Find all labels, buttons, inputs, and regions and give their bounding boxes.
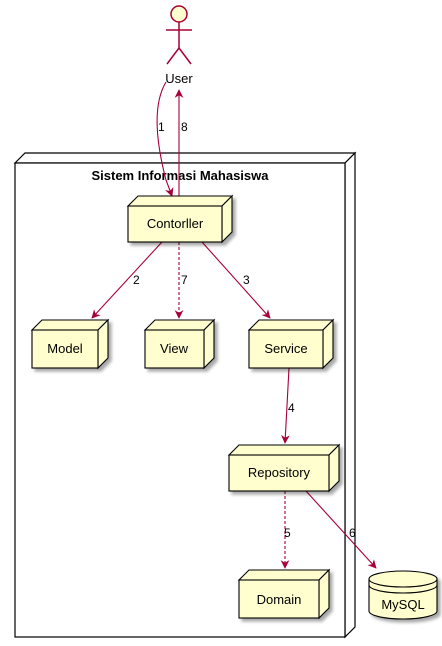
node-repository-label: Repository xyxy=(248,465,311,480)
node-view-label: View xyxy=(160,341,189,356)
stick-figure-icon xyxy=(166,5,192,65)
edge-1 xyxy=(156,81,174,197)
node-controller[interactable] xyxy=(126,194,234,244)
edge-label-7: 7 xyxy=(181,273,188,287)
edge-label-1: 1 xyxy=(158,120,165,134)
edge-label-3: 3 xyxy=(243,273,250,287)
edges xyxy=(91,81,377,569)
edge-label-5: 5 xyxy=(284,526,291,540)
edge-label-6: 6 xyxy=(349,526,356,540)
node-domain[interactable] xyxy=(237,568,331,620)
edge-label-8: 8 xyxy=(181,120,188,134)
node-view[interactable] xyxy=(143,318,216,370)
node-model-label: Model xyxy=(47,341,83,356)
node-domain-label: Domain xyxy=(257,592,302,607)
node-service[interactable] xyxy=(247,318,335,370)
edge-label-4: 4 xyxy=(288,401,295,415)
actor-user[interactable]: User xyxy=(165,5,193,86)
edge-2 xyxy=(91,241,163,319)
node-service-label: Service xyxy=(264,341,307,356)
database-label: MySQL xyxy=(381,597,424,612)
database-cylinder-icon[interactable] xyxy=(368,570,438,620)
edge-4 xyxy=(281,367,290,444)
edge-3 xyxy=(201,241,271,319)
edge-label-2: 2 xyxy=(133,273,140,287)
node-repository[interactable] xyxy=(227,443,341,493)
edge-6 xyxy=(305,490,377,569)
system-title: Sistem Informasi Mahasiswa xyxy=(91,168,269,183)
node-controller-label: Contorller xyxy=(147,216,204,231)
node-model[interactable] xyxy=(30,318,110,370)
actor-label: User xyxy=(165,71,193,86)
edge-labels: 1 8 2 7 3 4 5 6 xyxy=(133,120,356,540)
